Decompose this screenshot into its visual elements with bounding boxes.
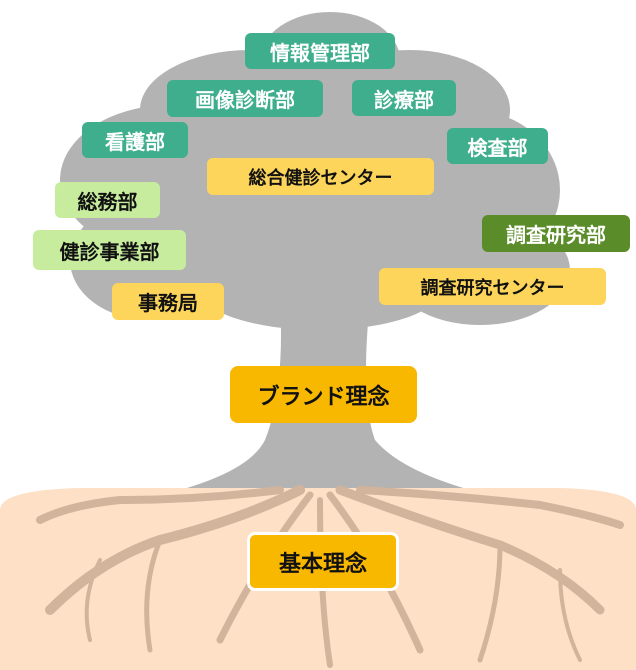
label-laboratory: 検査部 bbox=[447, 128, 548, 164]
label-clinical: 診療部 bbox=[352, 80, 456, 116]
label-health-checkup-business: 健診事業部 bbox=[33, 230, 186, 270]
label-brand-philosophy: ブランド理念 bbox=[230, 366, 417, 423]
label-nursing: 看護部 bbox=[82, 122, 188, 158]
label-general-affairs: 総務部 bbox=[55, 182, 160, 218]
label-health-checkup-center: 総合健診センター bbox=[207, 158, 434, 195]
label-diagnostic-imaging: 画像診断部 bbox=[167, 80, 323, 117]
label-info-management: 情報管理部 bbox=[245, 33, 395, 69]
label-research-department: 調査研究部 bbox=[482, 215, 630, 252]
label-basic-philosophy: 基本理念 bbox=[247, 532, 399, 591]
label-research-center: 調査研究センター bbox=[379, 268, 606, 305]
label-secretariat: 事務局 bbox=[112, 283, 224, 320]
